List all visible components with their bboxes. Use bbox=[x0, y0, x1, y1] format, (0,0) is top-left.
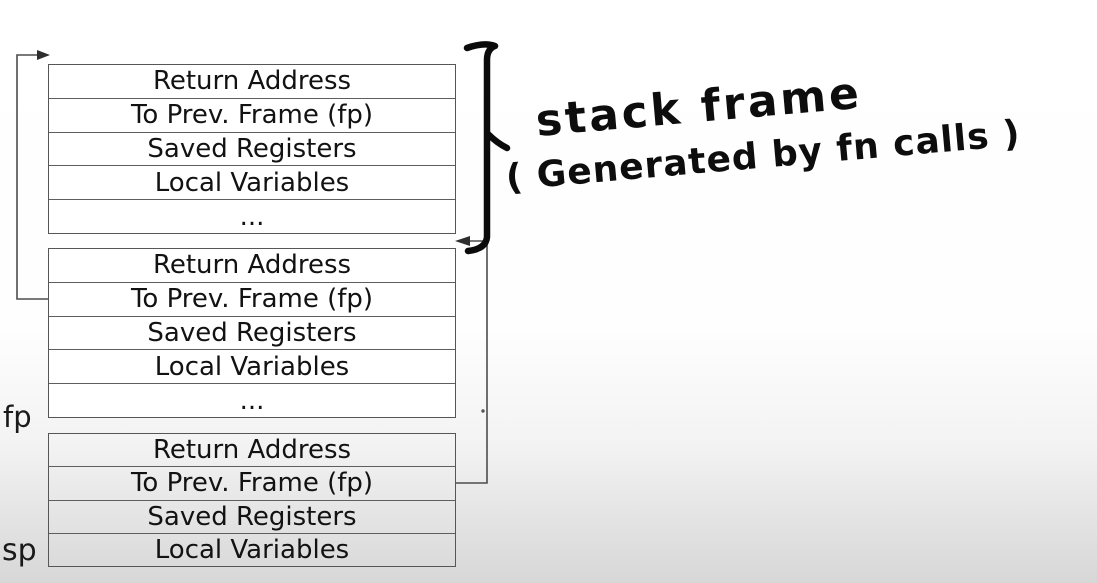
frame-row-local-variables: Local Variables bbox=[49, 166, 455, 201]
frame-row-saved-registers: Saved Registers bbox=[49, 133, 455, 167]
stray-dot-mark bbox=[481, 409, 485, 413]
frame-row-return-address: Return Address bbox=[49, 434, 455, 468]
stack-frame-bracket-icon bbox=[463, 41, 511, 255]
frame-row-local-variables: Local Variables bbox=[154, 534, 350, 565]
stack-frame-3: Return Address To Prev. Frame (fp) Saved… bbox=[48, 433, 456, 567]
frame-row-local-variables: Local Variables bbox=[49, 350, 455, 385]
fp-register-label: fp bbox=[3, 400, 32, 434]
frame-row-return-address: Return Address bbox=[49, 65, 455, 99]
frame-row-to-prev-frame: To Prev. Frame (fp) bbox=[49, 283, 455, 317]
frame-row-saved-registers: Saved Registers bbox=[49, 501, 455, 534]
sp-register-label: sp bbox=[2, 533, 37, 568]
stack-frame-2: Return Address To Prev. Frame (fp) Saved… bbox=[48, 248, 456, 418]
frame-row-ellipsis: ... bbox=[239, 201, 265, 232]
arrowhead-left-icon bbox=[455, 236, 470, 246]
frame-row-to-prev-frame: To Prev. Frame (fp) bbox=[49, 99, 455, 133]
stack-frame-1: Return Address To Prev. Frame (fp) Saved… bbox=[48, 64, 456, 234]
left-fp-pointer-arrow bbox=[16, 50, 50, 300]
frame-row-saved-registers: Saved Registers bbox=[49, 317, 455, 351]
right-fp-pointer-arrow bbox=[455, 236, 488, 484]
arrowhead-right-icon bbox=[37, 50, 50, 60]
frame-row-to-prev-frame: To Prev. Frame (fp) bbox=[49, 467, 455, 501]
frame-row-ellipsis: ... bbox=[239, 385, 265, 416]
frame-row-return-address: Return Address bbox=[49, 249, 455, 283]
